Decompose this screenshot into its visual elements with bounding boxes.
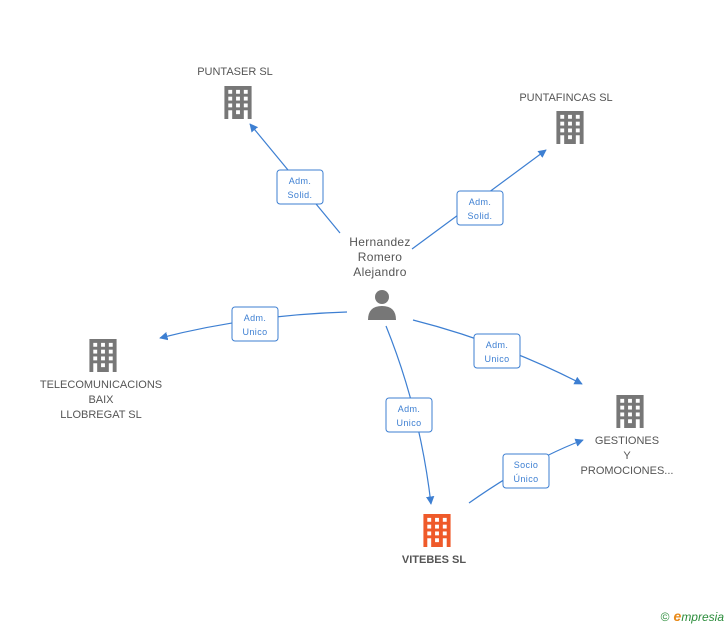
person-name-line-3: Alejandro bbox=[353, 265, 406, 279]
relation-label-puntafincas[interactable]: Adm. Solid. bbox=[456, 190, 504, 226]
building-icon bbox=[556, 111, 584, 144]
relation-role: Adm. bbox=[244, 313, 267, 323]
company-name-line-2: BAIX bbox=[88, 394, 114, 406]
relation-role: Adm. bbox=[398, 404, 421, 414]
relation-type: Solid. bbox=[288, 190, 313, 200]
company-node-vitebes[interactable]: VITEBES SL bbox=[402, 514, 466, 566]
relation-role: Socio bbox=[514, 460, 539, 470]
relation-role: Adm. bbox=[486, 340, 509, 350]
building-icon bbox=[224, 86, 252, 119]
relation-type: Unico bbox=[242, 327, 267, 337]
relation-label-gestiones[interactable]: Adm. Unico bbox=[473, 333, 521, 369]
company-name-line-3: LLOBREGAT SL bbox=[60, 409, 142, 421]
relation-label-telecomunicacions[interactable]: Adm. Unico bbox=[231, 306, 279, 342]
relation-label-puntaser[interactable]: Adm. Solid. bbox=[276, 169, 324, 205]
company-name-line-1: GESTIONES bbox=[595, 435, 659, 447]
company-node-gestiones[interactable]: GESTIONES Y PROMOCIONES... bbox=[581, 395, 674, 477]
brand-logo-text: mpresia bbox=[681, 610, 724, 624]
company-node-puntaser[interactable]: PUNTASER SL bbox=[197, 66, 273, 119]
company-node-telecomunicacions[interactable]: TELECOMUNICACIONS BAIX LLOBREGAT SL bbox=[40, 339, 162, 421]
person-name-line-2: Romero bbox=[358, 250, 403, 264]
person-name-line-1: Hernandez bbox=[349, 235, 410, 249]
company-name: PUNTASER SL bbox=[197, 66, 273, 78]
relation-role: Adm. bbox=[289, 176, 312, 186]
building-icon bbox=[423, 514, 451, 547]
relation-type: Solid. bbox=[468, 211, 493, 221]
building-icon bbox=[89, 339, 117, 372]
company-name-line-1: TELECOMUNICACIONS bbox=[40, 379, 162, 391]
person-icon bbox=[368, 290, 396, 320]
brand-logo-initial: e bbox=[673, 608, 682, 624]
relation-type: Único bbox=[513, 474, 538, 484]
company-name: VITEBES SL bbox=[402, 554, 466, 566]
relation-type: Unico bbox=[396, 418, 421, 428]
copyright-symbol: © bbox=[660, 610, 670, 624]
person-node[interactable]: Hernandez Romero Alejandro bbox=[349, 235, 410, 320]
company-node-puntafincas[interactable]: PUNTAFINCAS SL bbox=[519, 92, 613, 144]
relation-role: Adm. bbox=[469, 197, 492, 207]
relation-label-vitebes[interactable]: Adm. Unico bbox=[385, 397, 433, 433]
building-icon bbox=[616, 395, 644, 428]
relation-type: Unico bbox=[484, 354, 509, 364]
footer-brand[interactable]: ©empresia bbox=[661, 608, 724, 624]
company-name-line-3: PROMOCIONES... bbox=[581, 465, 674, 477]
company-name-line-2: Y bbox=[623, 450, 631, 462]
company-name: PUNTAFINCAS SL bbox=[519, 92, 612, 104]
relation-label-vitebes-gestiones[interactable]: Socio Único bbox=[502, 453, 550, 489]
